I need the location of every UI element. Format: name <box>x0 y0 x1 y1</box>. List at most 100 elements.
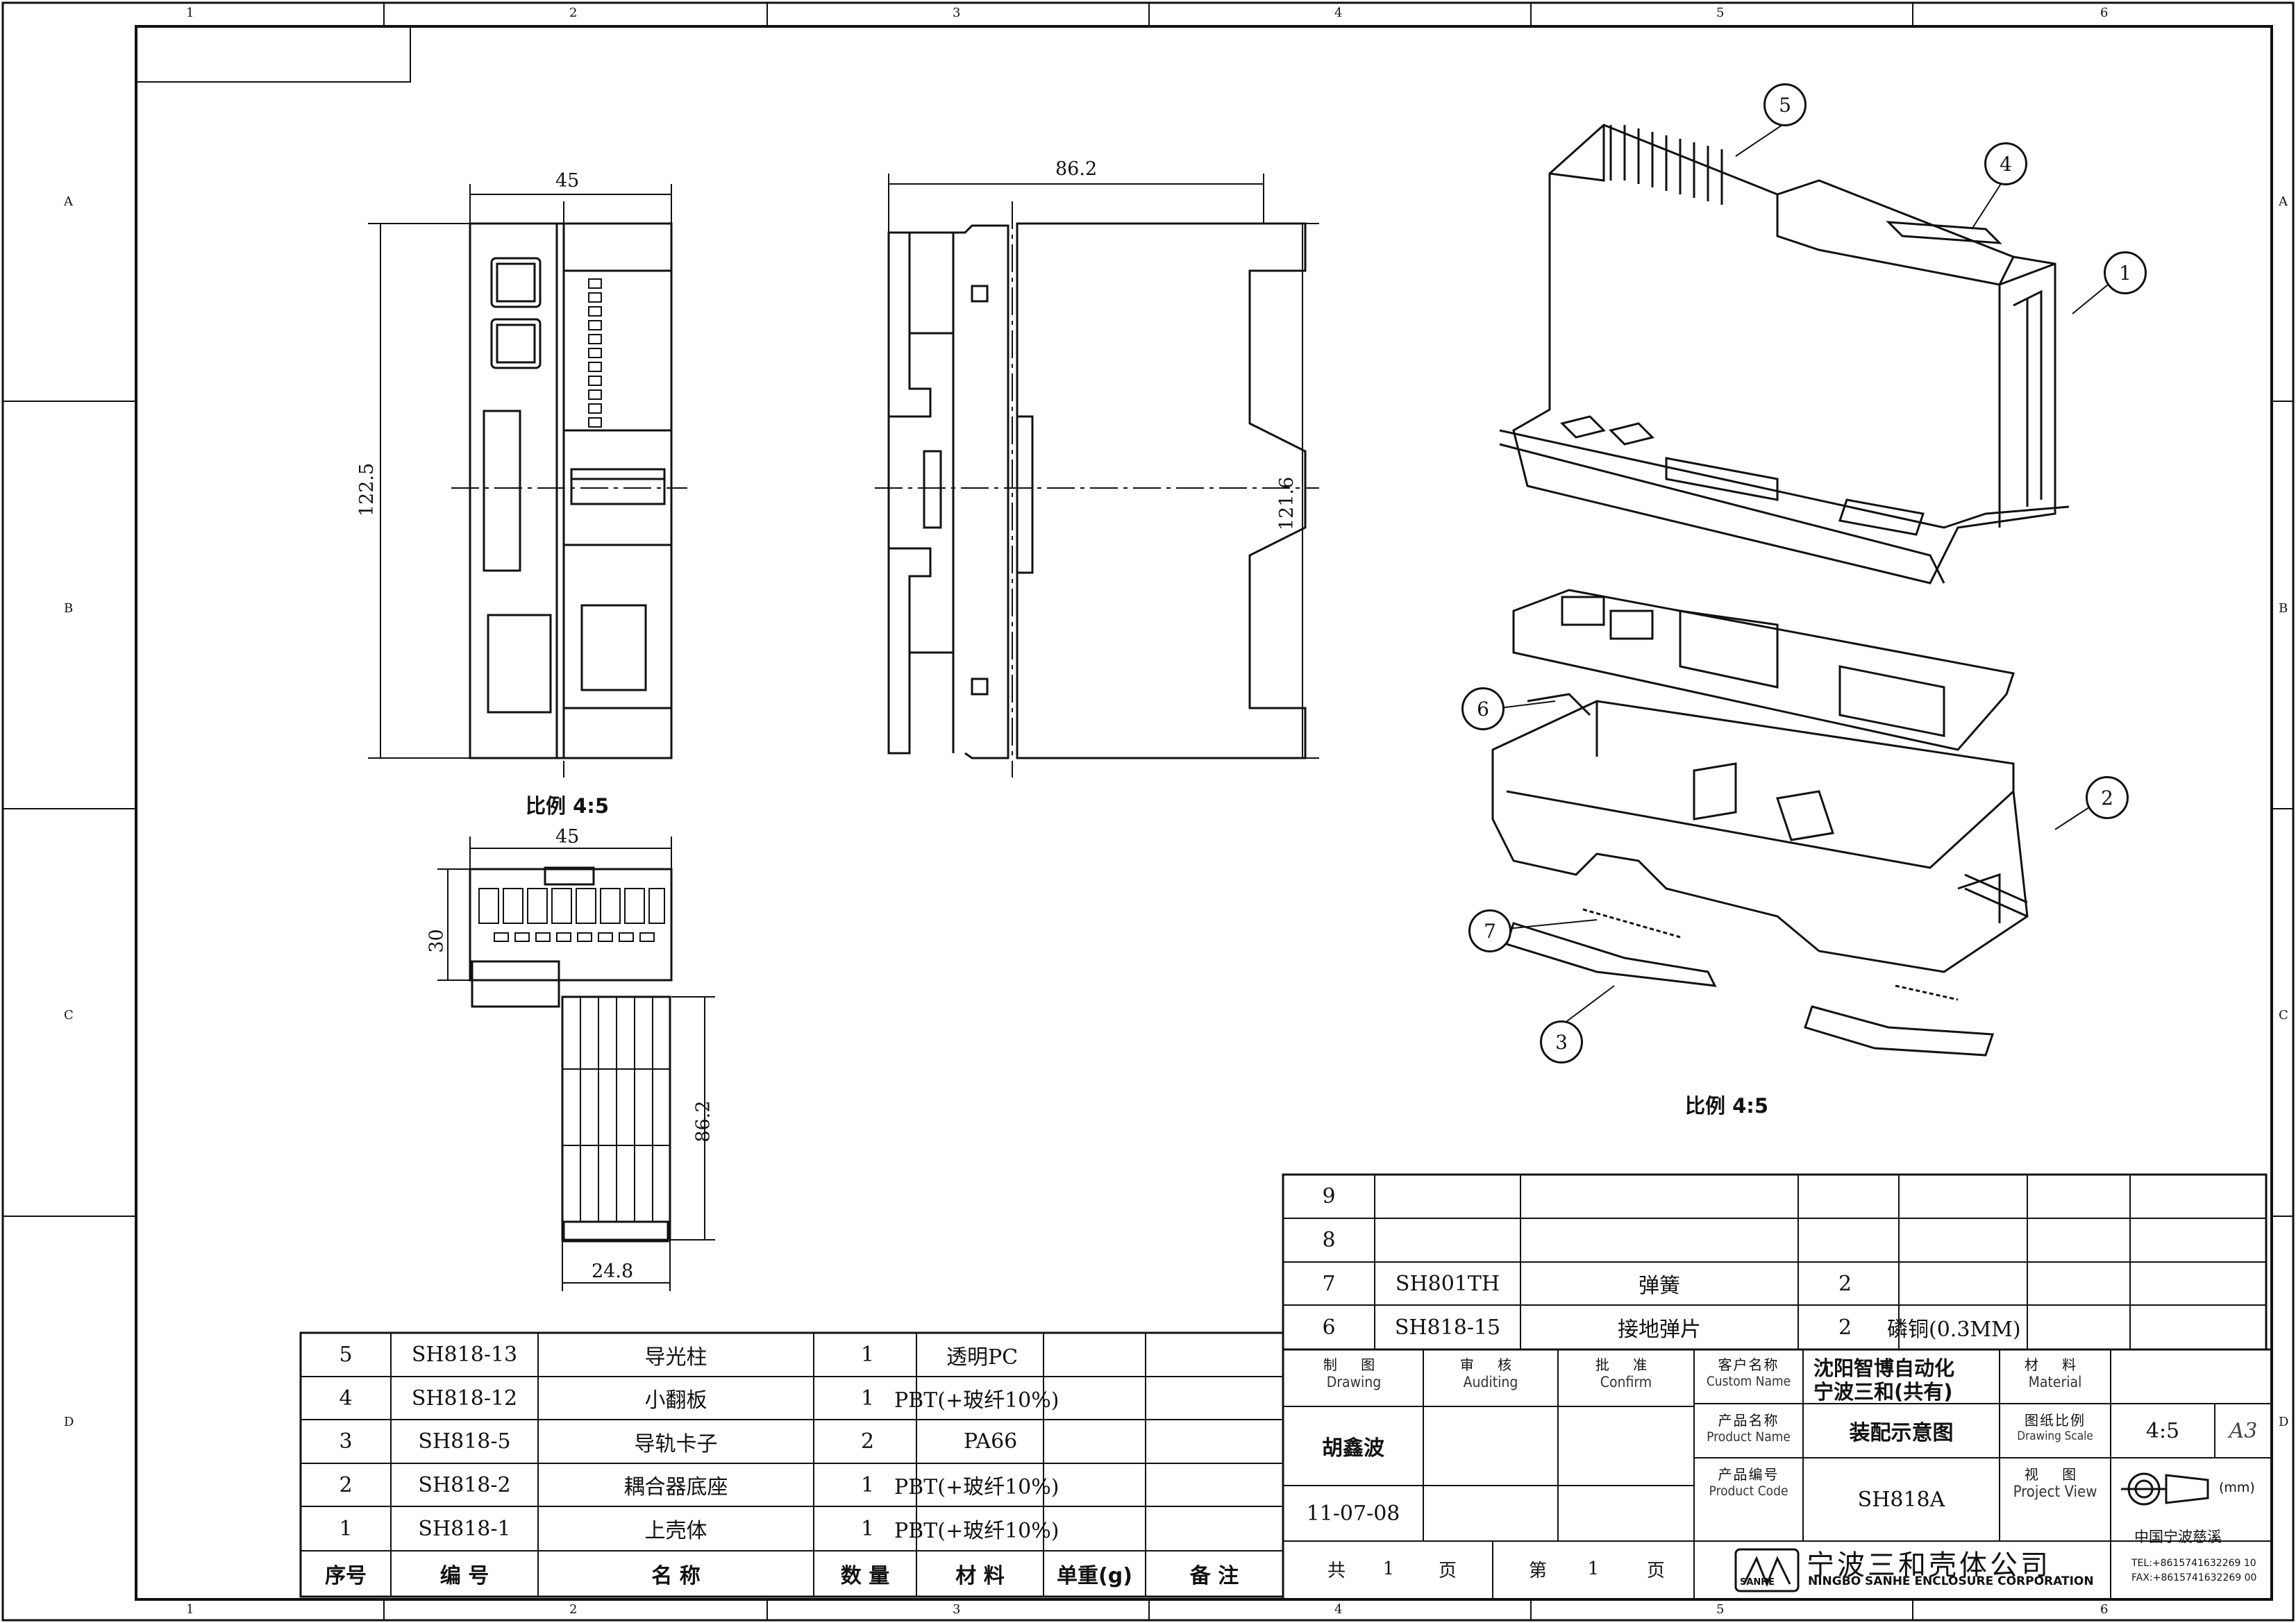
parts-row-qty: 1 <box>861 1472 875 1497</box>
auditing-label: 审 核 Auditing <box>1459 1356 1522 1390</box>
parts-row-number: 4 <box>339 1386 353 1411</box>
zone-column-label: 5 <box>1716 6 1725 20</box>
zone-row-label: A <box>64 194 73 209</box>
front-scale-note: 比例 4:5 <box>526 794 610 818</box>
parts-row-code: SH801TH <box>1395 1271 1500 1296</box>
header-name: 名 称 <box>651 1564 701 1588</box>
drawing-scale-label: 图纸比例 Drawing Scale <box>2017 1412 2093 1443</box>
zone-row-label: B <box>64 601 74 616</box>
company-tel: TEL:+8615741632269 10 <box>2131 1558 2256 1569</box>
balloon-part-3: 3 <box>1540 1020 1583 1063</box>
company-name-cn: 宁波三和壳体公司 <box>1807 1549 2051 1581</box>
zone-column-label: 3 <box>953 6 961 20</box>
front-height-dimension: 122.5 <box>356 462 378 517</box>
material-label: 材 料 Material <box>2024 1356 2086 1390</box>
parts-row-number: 9 <box>1322 1184 1336 1209</box>
balloon-part-2: 2 <box>2086 776 2129 819</box>
drafter-name: 胡鑫波 <box>1322 1436 1384 1461</box>
balloon-part-1: 1 <box>2104 251 2147 294</box>
top-width-dimension: 45 <box>555 826 580 848</box>
parts-row-name: 导轨卡子 <box>634 1431 718 1456</box>
parts-row-code: SH818-5 <box>418 1429 511 1454</box>
parts-row-name: 导光柱 <box>644 1345 707 1370</box>
product-name-label: 产品名称 Product Name <box>1707 1412 1791 1445</box>
parts-row-qty: 2 <box>1838 1271 1852 1296</box>
parts-row-name: 耦合器底座 <box>623 1475 728 1499</box>
front-width-dimension: 45 <box>555 170 580 192</box>
zone-column-label: 4 <box>1334 6 1343 20</box>
parts-row-qty: 2 <box>861 1429 875 1454</box>
zone-row-label: A <box>2279 194 2288 209</box>
parts-row-code: SH818-1 <box>418 1516 511 1541</box>
balloon-part-5: 5 <box>1763 83 1807 126</box>
drawing-date: 11-07-08 <box>1306 1501 1400 1526</box>
page-label: 第 <box>1528 1560 1547 1581</box>
parts-row-number: 7 <box>1322 1271 1336 1296</box>
project-view-label: 视 图 Project View <box>2013 1466 2097 1501</box>
header-weight: 单重(g) <box>1057 1564 1132 1588</box>
parts-row-code: SH818-12 <box>411 1386 518 1411</box>
parts-row-code: SH818-13 <box>411 1343 518 1367</box>
parts-row-number: 1 <box>339 1516 353 1541</box>
top-height-dimension: 30 <box>426 929 448 953</box>
side-width-dimension: 86.2 <box>1055 158 1098 180</box>
parts-row-number: 8 <box>1322 1228 1336 1252</box>
header-code: 编 号 <box>439 1564 489 1588</box>
parts-row-material: PA66 <box>964 1429 1018 1454</box>
parts-row-name: 小翻板 <box>644 1388 707 1413</box>
zone-column-label: 1 <box>186 6 194 20</box>
drawing-label: 制 图 Drawing <box>1323 1356 1385 1390</box>
zone-column-label: 2 <box>569 6 578 20</box>
unit-label: (mm) <box>2219 1480 2255 1495</box>
zone-column-label: 6 <box>2100 6 2109 20</box>
parts-row-qty: 1 <box>861 1343 875 1367</box>
zone-column-label: 2 <box>569 1602 578 1617</box>
confirm-label: 批 准 Confirm <box>1595 1356 1657 1390</box>
parts-row-code: SH818-15 <box>1394 1315 1501 1340</box>
company-name-en: NINGBO SANHE ENCLOSURE CORPORATION <box>1808 1574 2094 1588</box>
zone-row-label: C <box>64 1008 74 1023</box>
customer-value-line-2: 宁波三和(共有) <box>1813 1380 1953 1404</box>
zone-column-label: 3 <box>953 1602 961 1617</box>
parts-row-name: 上壳体 <box>644 1519 707 1543</box>
parts-row-name: 弹簧 <box>1639 1274 1680 1298</box>
header-material: 材 料 <box>955 1564 1005 1588</box>
zone-column-label: 1 <box>186 1602 194 1617</box>
company-fax: FAX:+8615741632269 00 <box>2131 1572 2257 1583</box>
parts-row-material: 磷铜(0.3MM) <box>1887 1318 2021 1342</box>
assembly-scale-note: 比例 4:5 <box>1685 1094 1769 1118</box>
parts-row-code: SH818-2 <box>418 1472 511 1497</box>
zone-column-label: 6 <box>2100 1602 2109 1617</box>
parts-row-qty: 1 <box>861 1386 875 1411</box>
product-code-label: 产品编号 Product Code <box>1709 1466 1788 1499</box>
page-unit: 页 <box>1646 1560 1665 1581</box>
parts-row-material: PBT(+玻纤10%) <box>894 1519 1059 1543</box>
balloon-part-4: 4 <box>1984 142 2027 185</box>
parts-row-material: PBT(+玻纤10%) <box>894 1475 1059 1499</box>
logo-text: SANHE <box>1740 1577 1775 1588</box>
zone-column-label: 4 <box>1334 1602 1343 1617</box>
company-location: 中国宁波慈溪 <box>2134 1529 2222 1545</box>
parts-row-number: 2 <box>339 1472 353 1497</box>
sheet-size: A3 <box>2229 1418 2258 1443</box>
parts-row-qty: 2 <box>1838 1315 1852 1340</box>
zone-column-label: 5 <box>1716 1602 1725 1617</box>
header-qty: 数 量 <box>840 1564 890 1588</box>
top-offset-dimension: 24.8 <box>592 1261 634 1282</box>
balloon-part-7: 7 <box>1468 909 1511 952</box>
header-remark: 备 注 <box>1189 1564 1239 1588</box>
parts-row-number: 5 <box>339 1343 353 1367</box>
total-pages-unit: 页 <box>1438 1560 1457 1581</box>
zone-row-label: D <box>64 1415 74 1429</box>
side-height-dimension: 121.6 <box>1276 476 1298 531</box>
customer-name-label: 客户名称 Custom Name <box>1706 1356 1791 1389</box>
total-pages-value: 1 <box>1382 1558 1395 1579</box>
header-number: 序号 <box>325 1564 367 1588</box>
parts-row-number: 3 <box>339 1429 353 1454</box>
parts-row-name: 接地弹片 <box>1618 1318 1701 1342</box>
top-depth-dimension: 86.2 <box>692 1100 714 1143</box>
total-pages-label: 共 <box>1327 1560 1346 1581</box>
product-code-value: SH818A <box>1857 1487 1945 1512</box>
drawing-scale-value: 4:5 <box>2145 1418 2180 1443</box>
